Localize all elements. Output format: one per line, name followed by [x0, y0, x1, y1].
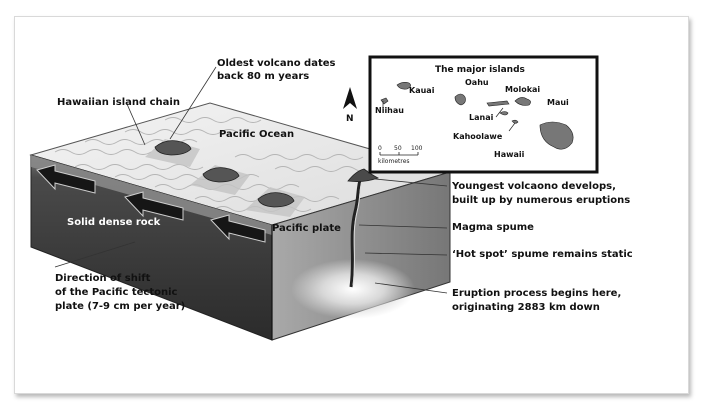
inset-island-hawaii: Hawaii: [494, 150, 525, 159]
scale-tick-0: 0: [378, 145, 382, 152]
label-pacific-ocean: Pacific Ocean: [219, 129, 294, 140]
label-eruption-1: Eruption process begins here,: [452, 288, 621, 299]
label-solid-rock: Solid dense rock: [67, 217, 161, 228]
youngest-volcano: [347, 168, 380, 182]
inset-island-oahu: Oahu: [465, 78, 489, 87]
inset-title: The major islands: [435, 65, 525, 75]
magma-spume: [349, 176, 363, 288]
scale-unit: kilometres: [378, 158, 410, 165]
scale-tick-100: 100: [411, 145, 423, 152]
compass: N: [343, 87, 357, 124]
shift-arrow-1: [36, 164, 96, 194]
label-pacific-plate: Pacific plate: [272, 223, 341, 234]
label-youngest-2: built up by numerous eruptions: [452, 195, 630, 206]
label-hot-spot: ‘Hot spot’ spume remains static: [452, 249, 633, 260]
inset-island-kahoolawe: Kahoolawe: [453, 132, 503, 141]
label-eruption-2: originating 2883 km down: [452, 302, 600, 313]
scale-tick-50: 50: [394, 145, 402, 152]
label-oldest-volcano-2: back 80 m years: [217, 71, 309, 82]
shift-arrow-3: [210, 214, 266, 243]
inset-islands: [380, 82, 574, 150]
label-shift-3: plate (7-9 cm per year): [55, 301, 185, 312]
shift-arrow-2: [124, 191, 184, 221]
inset-island-molokai: Molokai: [505, 85, 540, 94]
inset-island-lanai: Lanai: [469, 113, 494, 122]
label-youngest-1: Youngest volcaono develops,: [451, 181, 616, 192]
inset-island-kauai: Kauai: [409, 86, 435, 95]
volcanic-islands: [154, 140, 295, 208]
north-arrow-icon: [343, 87, 357, 109]
inset-island-niihau: Niihau: [375, 106, 404, 115]
inset-scale-bar: 0 50 100 kilometres: [378, 145, 423, 165]
label-magma-spume: Magma spume: [452, 222, 534, 233]
inset-map: The major islands Niihau Kauai Oahu Molo…: [368, 55, 599, 174]
shift-arrows: [36, 164, 266, 243]
hot-spot-glow: [291, 259, 415, 319]
label-island-chain: Hawaiian island chain: [57, 97, 180, 108]
inset-island-maui: Maui: [547, 98, 569, 107]
compass-letter: N: [346, 114, 354, 124]
label-oldest-volcano-1: Oldest volcano dates: [217, 58, 336, 69]
hawaii-hotspot-diagram: N The major islands Niihau Kauai Oahu Mo…: [29, 55, 633, 341]
callout-lines: [54, 66, 448, 294]
figure-frame: N The major islands Niihau Kauai Oahu Mo…: [14, 16, 689, 394]
label-shift-2: of the Pacific tectonic: [55, 287, 178, 298]
label-shift-1: Direction of shift: [55, 273, 151, 284]
